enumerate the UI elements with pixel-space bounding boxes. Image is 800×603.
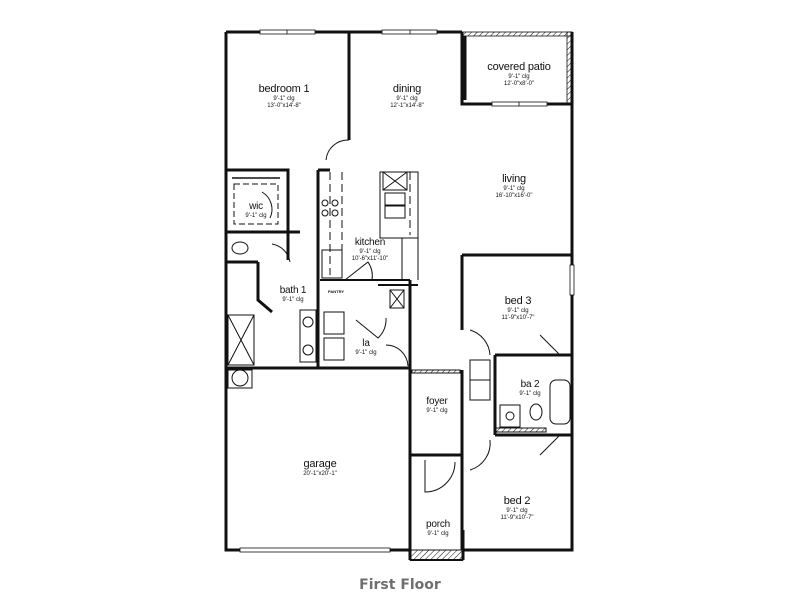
porch-hatch (409, 549, 464, 561)
fixtures (227, 139, 571, 493)
room-wic: wic 9'-1" clg (245, 201, 267, 220)
room-living: living 9'-1" clg 16'-10"x16'-0" (495, 173, 533, 200)
exterior-walls (224, 30, 574, 552)
room-foyer: foyer 9'-1" clg (426, 396, 448, 415)
room-dining: dining 9'-1" clg 12'-1"x14'-8" (390, 83, 424, 110)
floor-title: First Floor (359, 577, 441, 593)
room-bath-2: ba 2 9'-1" clg (519, 379, 541, 398)
windows (239, 29, 575, 553)
room-laundry: la 9'-1" clg (355, 338, 377, 357)
room-bed-2: bed 2 9'-1" clg 11'-9"x10'-7" (500, 495, 534, 522)
room-bedroom-1: bedroom 1 9'-1" clg 13'-0"x14'-8" (258, 83, 310, 110)
patio-hatch-top (461, 31, 573, 37)
room-bed-3: bed 3 9'-1" clg 11'-9"x10'-7" (501, 295, 535, 322)
patio-hatch-right (566, 31, 573, 105)
room-bath-1: bath 1 9'-1" clg (279, 285, 307, 304)
room-garage: garage 20'-1"x20'-1" (303, 458, 337, 478)
room-covered-patio: covered patio 9'-1" clg 12'-0"x8'-0" (487, 61, 551, 88)
room-pantry: PANTRY (328, 289, 344, 294)
interior-walls (226, 32, 572, 550)
room-porch: porch 9'-1" clg (425, 519, 451, 538)
room-kitchen: kitchen 9'-1" clg 10'-6"x11'-10" (351, 237, 389, 263)
